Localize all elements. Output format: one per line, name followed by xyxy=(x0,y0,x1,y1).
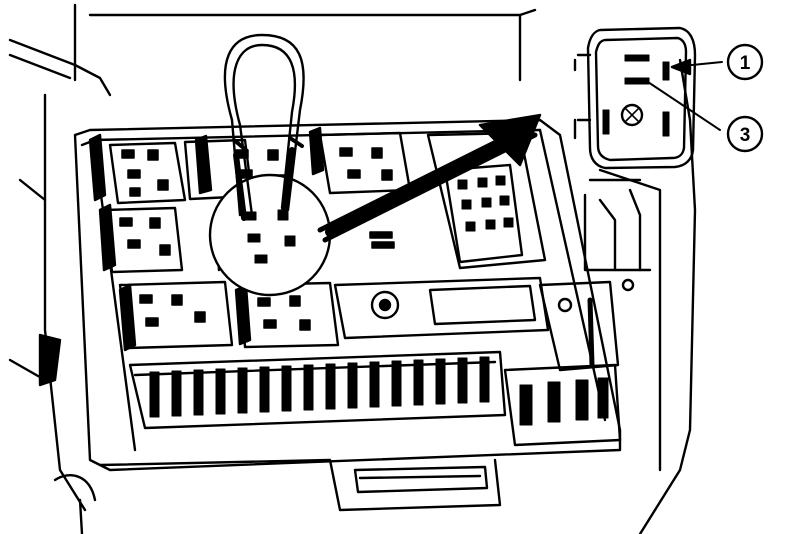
callout-3: 3 xyxy=(726,115,764,153)
housing-outline xyxy=(8,3,697,534)
test-probe-leads xyxy=(223,33,305,221)
callout-3-label: 3 xyxy=(740,125,751,146)
fuse-row xyxy=(128,350,622,447)
callout-1-label: 1 xyxy=(740,53,751,74)
terminal-bracket xyxy=(333,276,635,372)
callout-leaders xyxy=(647,58,723,131)
relay-socket-pins xyxy=(119,147,395,331)
relay-plug-detail xyxy=(573,26,697,170)
callout-1: 1 xyxy=(726,43,764,81)
